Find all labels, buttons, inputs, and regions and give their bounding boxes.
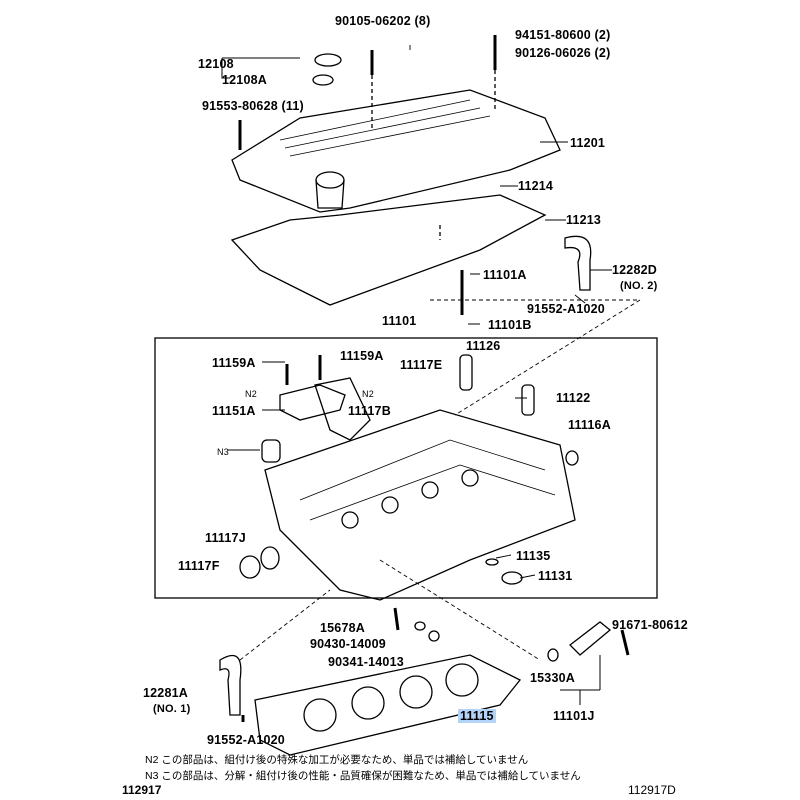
label-15678a[interactable]: 15678A (320, 621, 365, 635)
label-11117f[interactable]: 11117F (178, 559, 220, 573)
oil-control-valve (569, 621, 612, 656)
label-11116a[interactable]: 11116A (568, 418, 611, 432)
label-11101a[interactable]: 11101A (483, 268, 527, 282)
label-n3: N3 (217, 447, 229, 457)
head-gasket (254, 654, 522, 756)
label-90341-14013[interactable]: 90341-14013 (328, 655, 404, 669)
oil-filler-cap (314, 53, 342, 67)
label-11126[interactable]: 11126 (466, 339, 501, 353)
bracket-12282d (564, 235, 592, 291)
label-n2-left: N2 (245, 389, 257, 399)
label-11117e[interactable]: 11117E (400, 358, 443, 372)
label-11122[interactable]: 11122 (556, 391, 591, 405)
label-11101[interactable]: 11101 (382, 314, 417, 328)
label-11201[interactable]: 11201 (570, 136, 606, 150)
label-12281a[interactable]: 12281A (143, 686, 188, 700)
valve-cover (231, 89, 561, 213)
label-11101j[interactable]: 11101J (553, 709, 595, 723)
cover-gasket (230, 194, 547, 306)
label-11151a[interactable]: 11151A (212, 404, 256, 418)
label-94151-80600[interactable]: 94151-80600 (2) (515, 28, 611, 42)
label-15330a[interactable]: 15330A (530, 671, 575, 685)
label-91552-a1020-top[interactable]: 91552-A1020 (527, 302, 605, 316)
label-12282d[interactable]: 12282D (612, 263, 657, 277)
label-11117b[interactable]: 11117B (348, 404, 391, 418)
label-90126-06026[interactable]: 90126-06026 (2) (515, 46, 611, 60)
label-no1: (NO. 1) (153, 703, 191, 715)
label-no2: (NO. 2) (620, 280, 658, 292)
label-11213[interactable]: 11213 (566, 213, 602, 227)
label-11115-highlighted[interactable]: 11115 (458, 709, 496, 723)
note-n2: N2 この部品は、組付け後の特殊な加工が必要なため、単品では補給していません (145, 754, 529, 766)
label-11214[interactable]: 11214 (518, 179, 554, 193)
label-91671-80612[interactable]: 91671-80612 (612, 618, 688, 632)
label-11131[interactable]: 11131 (538, 569, 573, 583)
label-11135[interactable]: 11135 (516, 549, 551, 563)
label-91553-80628[interactable]: 91553-80628 (11) (202, 99, 304, 113)
label-12108a[interactable]: 12108A (222, 73, 267, 87)
label-11117j[interactable]: 11117J (205, 531, 246, 545)
label-91552-a1020-bottom[interactable]: 91552-A1020 (207, 733, 285, 747)
cylinder-head-box (154, 337, 658, 599)
label-11159a-right[interactable]: 11159A (340, 349, 384, 363)
diagram-code-left: 112917 (122, 783, 162, 797)
note-n3: N3 この部品は、分解・組付け後の性能・品質確保が困難なため、単品では補給してい… (145, 770, 581, 782)
label-90105-06202[interactable]: 90105-06202 (8) (335, 14, 431, 28)
label-12108[interactable]: 12108 (198, 57, 234, 71)
bracket-12281a (219, 654, 242, 716)
label-n2-right: N2 (362, 389, 374, 399)
cam-bearing-cap (279, 384, 346, 421)
diagram-code-right: 112917D (628, 783, 676, 797)
cylinder-head (264, 409, 576, 601)
label-90430-14009[interactable]: 90430-14009 (310, 637, 386, 651)
label-11159a-left[interactable]: 11159A (212, 356, 256, 370)
label-11101b[interactable]: 11101B (488, 318, 532, 332)
